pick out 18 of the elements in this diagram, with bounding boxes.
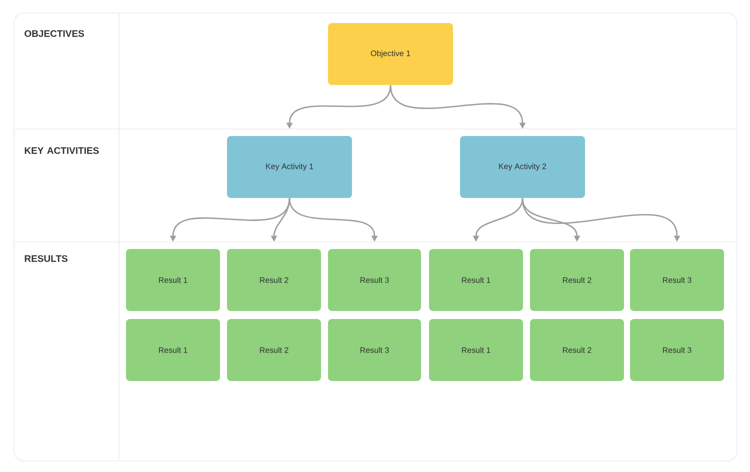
process-box: Result 3 [630,249,724,311]
process-box: Result 2 [530,249,624,311]
process-box: Result 1 [126,249,220,311]
process-box: Result 3 [328,319,421,381]
process-box: Result 2 [227,249,321,311]
process-box: Key Activity 2 [460,136,585,198]
process-box: Result 1 [126,319,220,381]
process-box: Result 3 [630,319,724,381]
process-box: Result 2 [530,319,624,381]
process-box: Key Activity 1 [227,136,352,198]
process-box: Result 1 [429,319,523,381]
row-heading: RESULTS [24,255,68,262]
process-box: Result 1 [429,249,523,311]
row-heading: OBJECTIVES [24,30,84,37]
row-heading: KEY ACTIVITIES [24,147,99,154]
process-box: Result 3 [328,249,421,311]
process-box: Result 2 [227,319,321,381]
process-box: Objective 1 [328,23,453,85]
